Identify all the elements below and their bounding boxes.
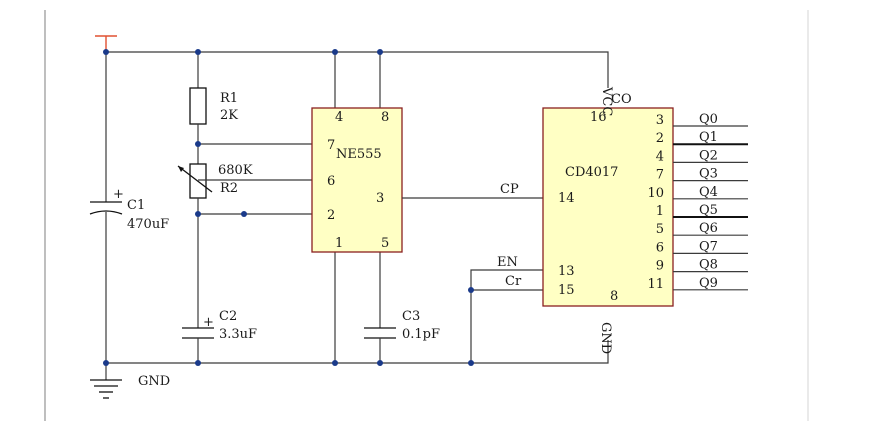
c2-label: C2: [219, 309, 237, 324]
r2-label: R2: [220, 181, 238, 196]
c1-value-label: 470uF: [127, 217, 169, 232]
gnd-rail: [106, 340, 609, 364]
cd4017-gnd-label: GND: [598, 322, 613, 354]
c3-value-label: 0.1pF: [402, 327, 440, 342]
r1-value-label: 2K: [220, 108, 238, 123]
ne555-pin3: 3: [376, 191, 384, 206]
ne555-pin8: 8: [381, 110, 389, 125]
capacitor-c1: [89, 52, 123, 363]
gnd-label: GND: [138, 374, 170, 389]
junction-dot: [195, 211, 201, 217]
cr-label: Cr: [505, 274, 522, 289]
cd4017-output-label: Q0: [699, 112, 718, 127]
capacitor-c3: [364, 327, 396, 363]
cd4017-output-label: Q4: [699, 185, 718, 200]
junction-dot: [377, 49, 383, 55]
cd4017-co-label: CO: [611, 92, 632, 107]
cd4017-output-pin: 4: [656, 149, 664, 164]
cd4017-output-pin: 5: [656, 222, 664, 237]
cd4017-outputs: 3 Q0 2 Q1 4 Q2 7 Q3 10 Q4 1 Q5 5 Q6 6 Q7 9 Q8 11 Q9: [647, 112, 748, 292]
junction-dot: [103, 360, 109, 366]
cd4017-output-label: Q3: [699, 167, 718, 182]
cd4017-output-label: Q6: [699, 221, 718, 236]
junction-dot: [332, 360, 338, 366]
r2-value-label: 680K: [218, 163, 253, 178]
cd4017-output-pin: 11: [647, 277, 664, 292]
cd4017-output-label: Q1: [699, 130, 718, 145]
ne555-chip: [311, 107, 403, 253]
ne555-name: NE555: [336, 147, 382, 162]
cd4017-pin16: 16: [590, 110, 607, 125]
junction-dot: [195, 141, 201, 147]
cd4017-chip: [542, 107, 674, 307]
junction-dot: [195, 49, 201, 55]
cd4017-output-label: Q9: [699, 276, 718, 291]
resistor-r2: [177, 163, 333, 214]
junction-dot: [468, 287, 474, 293]
en-label: EN: [497, 255, 518, 270]
cd4017-output-label: Q2: [699, 148, 718, 163]
ne555-pin6: 6: [327, 174, 335, 189]
cd4017-output-pin: 7: [656, 168, 664, 183]
cd4017-output-pin: 10: [647, 186, 664, 201]
cd4017-output-pin: 9: [656, 259, 664, 274]
r1-label: R1: [220, 91, 238, 106]
junction-dot: [241, 211, 247, 217]
vcc-rail: [106, 51, 609, 88]
en-wire: [470, 269, 543, 363]
cp-label: CP: [500, 182, 519, 197]
junction-dot: [103, 49, 109, 55]
cd4017-output-label: Q7: [699, 239, 718, 254]
cd4017-pin13: 13: [558, 264, 575, 279]
junction-dot: [468, 360, 474, 366]
ne555-pin7: 7: [327, 138, 335, 153]
cd4017-pin15: 15: [558, 283, 575, 298]
cd4017-output-pin: 2: [656, 131, 664, 146]
cd4017-pin8: 8: [610, 289, 618, 304]
capacitor-c2: [182, 214, 214, 363]
cd4017-vcc-label: VCC: [599, 86, 614, 116]
cd4017-name: CD4017: [565, 165, 618, 180]
cd4017-output-pin: 1: [656, 204, 664, 219]
ne555-pin4: 4: [335, 110, 343, 125]
ne555-pin5: 5: [381, 236, 389, 251]
c2-value-label: 3.3uF: [219, 327, 257, 342]
c1-plus-label: +: [113, 187, 124, 202]
junction-dot: [377, 360, 383, 366]
cd4017-output-label: Q8: [699, 258, 718, 273]
c2-plus-label: +: [203, 315, 214, 330]
junction-dot: [195, 360, 201, 366]
junctions: [103, 49, 474, 366]
ne555-pin2: 2: [327, 208, 335, 223]
cd4017-output-pin: 6: [656, 240, 664, 255]
cd4017-pin14: 14: [558, 191, 575, 206]
cd4017-output-label: Q5: [699, 203, 718, 218]
cd4017-output-pin: 3: [656, 113, 664, 128]
c1-label: C1: [127, 198, 145, 213]
ne555-pin1: 1: [335, 236, 343, 251]
junction-dot: [332, 49, 338, 55]
c3-label: C3: [402, 309, 420, 324]
ground-symbol: [90, 363, 122, 399]
